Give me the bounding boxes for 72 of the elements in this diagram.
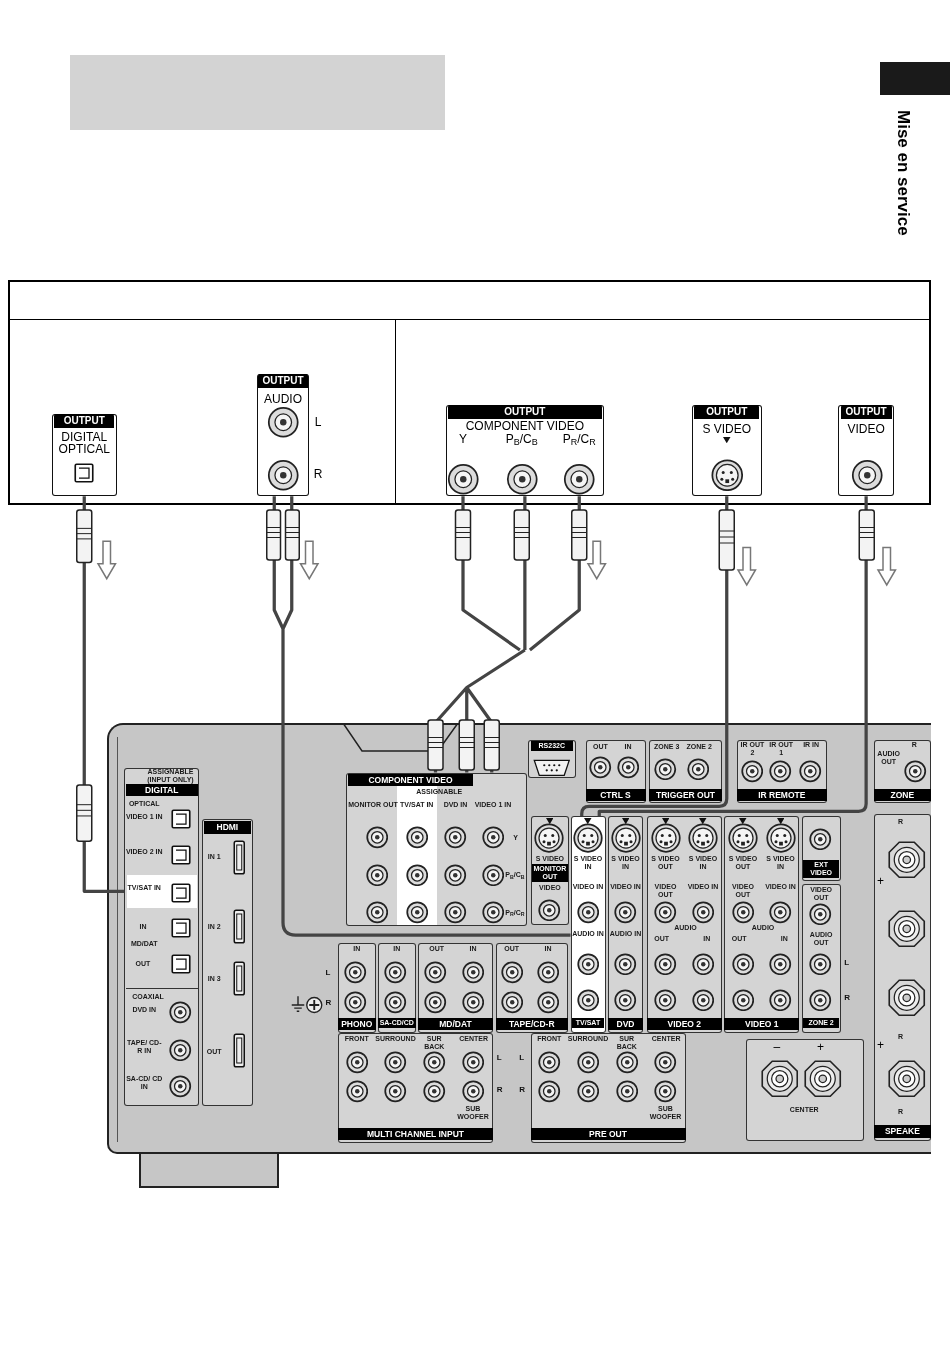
output-label: + bbox=[816, 1041, 825, 1054]
channel-label: R bbox=[325, 997, 332, 1007]
channel-label: R bbox=[519, 1085, 526, 1094]
panel-heading: OUTPUT bbox=[694, 405, 760, 419]
output-label: P$_{B}$/C$_{B}$ bbox=[504, 432, 539, 445]
receiver-rear-panel bbox=[106, 722, 931, 1154]
cable bbox=[272, 494, 573, 937]
panel-heading: SPEAKE bbox=[874, 1125, 931, 1138]
jack-panel bbox=[528, 740, 576, 778]
jack-panel bbox=[345, 772, 527, 927]
speaker-terminal-panel bbox=[745, 1038, 865, 1142]
output-jack-panel bbox=[445, 405, 605, 497]
panel-heading: MD/DAT bbox=[418, 1017, 493, 1030]
jack-panel bbox=[649, 740, 722, 803]
section-title: Mise en service bbox=[893, 110, 913, 236]
output-label: R bbox=[313, 467, 323, 480]
channel-label: L bbox=[496, 1052, 502, 1062]
jack-panel bbox=[530, 816, 570, 925]
panel-heading: OUTPUT bbox=[840, 405, 892, 419]
panel-heading: DVD bbox=[608, 1017, 643, 1030]
panel-heading: DIGITAL bbox=[125, 783, 198, 797]
output-label: + bbox=[876, 875, 885, 887]
output-label: – bbox=[772, 1041, 782, 1054]
panel-heading: IR REMOTE bbox=[736, 788, 827, 802]
jack-panel bbox=[646, 816, 722, 1033]
panel-heading: MULTI CHANNEL INPUT bbox=[338, 1127, 493, 1140]
jack-panel bbox=[201, 818, 253, 1107]
output-label: L bbox=[313, 416, 323, 429]
jack-panel bbox=[608, 816, 643, 1033]
channel-label: L bbox=[844, 957, 850, 967]
jack-panel bbox=[874, 740, 931, 803]
panel-heading: HDMI bbox=[204, 821, 251, 834]
output-label: + bbox=[876, 1038, 885, 1051]
device-rear-panel bbox=[8, 280, 931, 505]
output-label: S VIDEO bbox=[701, 422, 753, 435]
jack-panel bbox=[724, 816, 800, 1033]
jack-panel bbox=[570, 816, 606, 1033]
jack-panel bbox=[418, 942, 493, 1033]
channel-label: L bbox=[325, 967, 331, 977]
receiver-foot bbox=[139, 1153, 280, 1188]
panel-heading: VIDEO 1 bbox=[724, 1017, 800, 1030]
panel-heading: OUTPUT bbox=[54, 413, 115, 428]
panel-heading: ZONE bbox=[874, 788, 931, 802]
panel-heading: VIDEO 2 bbox=[646, 1017, 722, 1030]
output-label: AUDIO bbox=[263, 392, 303, 405]
output-label: Y bbox=[458, 432, 468, 445]
jack-panel bbox=[124, 767, 200, 1107]
channel-label: R bbox=[844, 992, 851, 1002]
panel-heading: OUTPUT bbox=[448, 405, 602, 419]
jack-panel bbox=[736, 740, 827, 803]
output-label: P$_{R}$/C$_{R}$ bbox=[561, 432, 597, 445]
output-jack-panel bbox=[691, 405, 762, 497]
jack-panel bbox=[801, 816, 841, 882]
panel-heading: OUTPUT bbox=[258, 373, 308, 388]
panel-heading: PHONO bbox=[338, 1017, 376, 1030]
heading-band bbox=[70, 55, 445, 130]
panel-heading: COMPONENT VIDEO bbox=[348, 773, 473, 787]
panel-heading: CTRL S bbox=[585, 788, 646, 802]
output-label: DIGITAL OPTICAL bbox=[57, 431, 111, 456]
panel-heading: TRIGGER OUT bbox=[649, 788, 722, 802]
jack-panel bbox=[495, 942, 568, 1033]
jack-panel bbox=[378, 942, 416, 1033]
output-jack-panel bbox=[838, 405, 895, 497]
panel-heading: TAPE/CD-R bbox=[495, 1017, 568, 1030]
output-label: VIDEO bbox=[846, 422, 886, 435]
speaker-terminal-panel bbox=[874, 813, 931, 1142]
channel-label: L bbox=[519, 1052, 525, 1062]
jack-panel bbox=[585, 740, 646, 803]
panel-heading: PRE OUT bbox=[530, 1127, 686, 1140]
channel-label: R bbox=[496, 1085, 503, 1094]
output-jack-panel bbox=[51, 413, 117, 497]
output-label: COMPONENT VIDEO bbox=[464, 420, 586, 432]
